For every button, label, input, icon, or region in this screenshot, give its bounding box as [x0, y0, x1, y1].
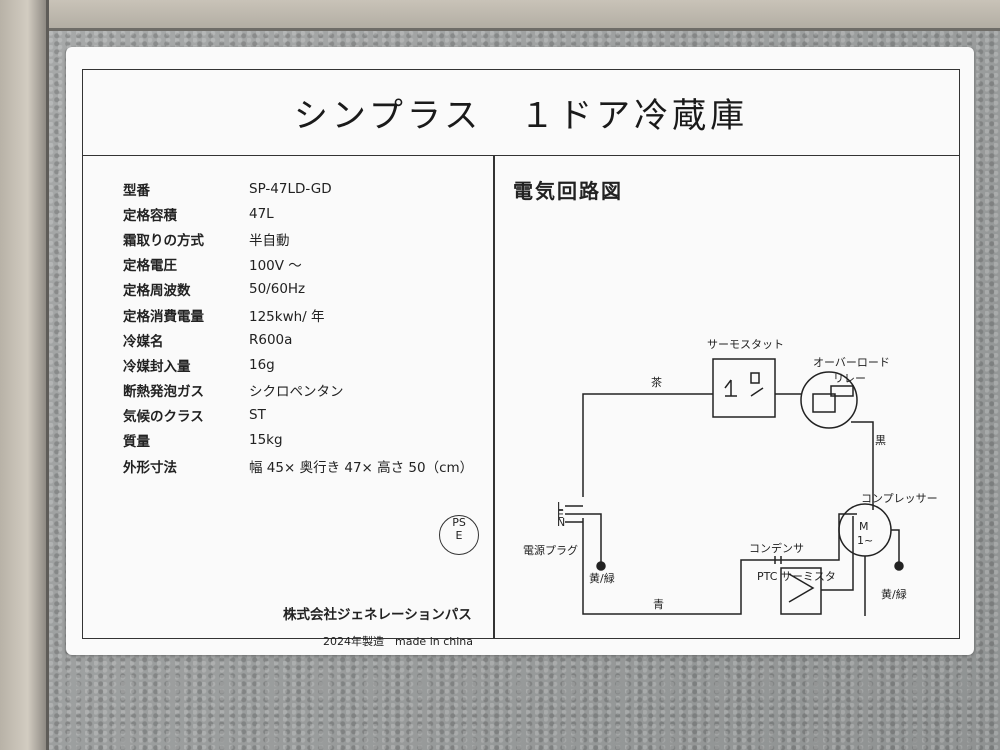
plug-pin-e: E [557, 508, 564, 521]
thermostat-coil [750, 372, 760, 384]
motor-symbol: M [859, 520, 869, 533]
spec-value: SP-47LD-GD [249, 180, 332, 197]
ptc-box [780, 567, 822, 615]
spec-key: 質量 [123, 434, 150, 451]
motor-phase: 1~ [857, 534, 873, 547]
spec-value: 50/60Hz [249, 281, 306, 298]
spec-row: 外形寸法 幅 45× 奥行き 47× 高さ 50（cm） [123, 453, 483, 478]
spec-value: R600a [249, 331, 293, 348]
brown-wire-label: 茶 [651, 376, 662, 389]
spec-key: 定格容積 [123, 207, 177, 224]
overload-relay-contact [830, 385, 854, 397]
spec-key: 型番 [123, 182, 150, 199]
manufacturer: 株式会社ジェネレーションパス [283, 607, 472, 623]
spec-row: 定格消費電量 125kwh/ 年 [123, 302, 483, 327]
plug-ground-lead [583, 513, 602, 562]
refrigerator-left-frame [0, 0, 49, 750]
spec-row: 冷媒封入量 16g [123, 352, 483, 377]
thermostat-switch-left [724, 379, 737, 397]
spec-value: ST [249, 407, 266, 424]
black-wire-label: 黒 [875, 434, 886, 447]
plug-pins-lines [565, 505, 583, 523]
pse-mark-top: PS [452, 516, 466, 529]
spec-row: 冷媒名 R600a [123, 327, 483, 352]
spec-value: 47L [249, 205, 274, 222]
spec-row: 霜取りの方式 半自動 [123, 226, 483, 251]
compressor-label: コンプレッサー [861, 492, 938, 505]
plug-pin-l: L [557, 500, 564, 513]
spec-value: 125kwh/ 年 [249, 308, 325, 325]
ground-right-label: 黄/緑 [881, 587, 907, 601]
ground-left-label: 黄/緑 [589, 571, 615, 585]
spec-row: 質量 15kg [123, 428, 483, 453]
brown-wire [582, 393, 713, 497]
condenser-label: コンデンサ [749, 541, 804, 555]
spec-key: 冷媒封入量 [123, 358, 191, 375]
label-border: シンプラス １ドア冷蔵庫 型番 SP-47LD-GD 定格容積 47L 霜取りの方式 半自… [82, 69, 960, 648]
relay-label-2: リレー [833, 372, 866, 385]
ground-left [596, 561, 606, 571]
circuit-diagram: サーモスタット オーバーロード リレー 黒 コンプレッサー M 1~ コンデンサ… [523, 338, 938, 616]
plug-label: 電源プラグ [523, 543, 578, 557]
spec-value: 15kg [249, 432, 283, 449]
spec-key: 断熱発泡ガス [123, 384, 204, 401]
spec-value: 幅 45× 奥行き 47× 高さ 50（cm） [249, 459, 474, 476]
spec-value: シクロペンタン [249, 384, 344, 401]
overload-relay-circle [800, 371, 858, 429]
ptc-label: PTC サーミスタ [757, 570, 836, 583]
spec-key: 冷媒名 [123, 333, 164, 350]
label-divider [493, 156, 495, 638]
circuit-title: 電気回路図 [513, 179, 623, 203]
black-wire [851, 421, 874, 510]
spec-value: 16g [249, 356, 275, 373]
thermostat-box [712, 358, 776, 418]
label-title: シンプラス １ドア冷蔵庫 [83, 70, 959, 156]
plug-pin-n: N [557, 516, 565, 529]
compressor-ground-lead [891, 529, 900, 562]
ground-right [894, 561, 904, 571]
spec-row: 断熱発泡ガス シクロペンタン [123, 378, 483, 403]
compressor-lead-left [813, 513, 857, 561]
ptc-symbol [788, 573, 815, 603]
condenser-wire [740, 559, 813, 610]
relay-label-1: オーバーロード [813, 356, 890, 369]
ptc-to-compressor [821, 516, 854, 591]
spec-key: 霜取りの方式 [123, 232, 204, 249]
spec-row: 定格周波数 50/60Hz [123, 277, 483, 302]
pse-mark: PS E [439, 515, 479, 555]
thermostat-label: サーモスタット [707, 338, 784, 351]
spec-key: 気候のクラス [123, 409, 204, 426]
condenser-plates [774, 556, 782, 564]
blue-wire [582, 518, 742, 615]
pse-mark-bottom: E [455, 529, 463, 542]
rating-label: シンプラス １ドア冷蔵庫 型番 SP-47LD-GD 定格容積 47L 霜取りの方式 半自… [66, 47, 974, 655]
spec-key: 定格消費電量 [123, 308, 204, 325]
spec-value: 半自動 [249, 232, 290, 249]
spec-row: 定格容積 47L [123, 201, 483, 226]
spec-row: 気候のクラス ST [123, 403, 483, 428]
manufacture-info: 2024年製造 made in china [323, 635, 474, 648]
spec-row: 定格電圧 100V ～ [123, 252, 483, 277]
spec-key: 外形寸法 [123, 459, 177, 476]
thermostat-switch-right [750, 387, 764, 397]
blue-wire-label: 青 [653, 598, 664, 611]
overload-relay-body [812, 393, 836, 413]
spec-key: 定格電圧 [123, 258, 177, 275]
refrigerator-top-frame [0, 0, 1000, 31]
spec-value: 100V ～ [249, 258, 302, 275]
spec-key: 定格周波数 [123, 283, 191, 300]
spec-row: 型番 SP-47LD-GD [123, 176, 483, 201]
